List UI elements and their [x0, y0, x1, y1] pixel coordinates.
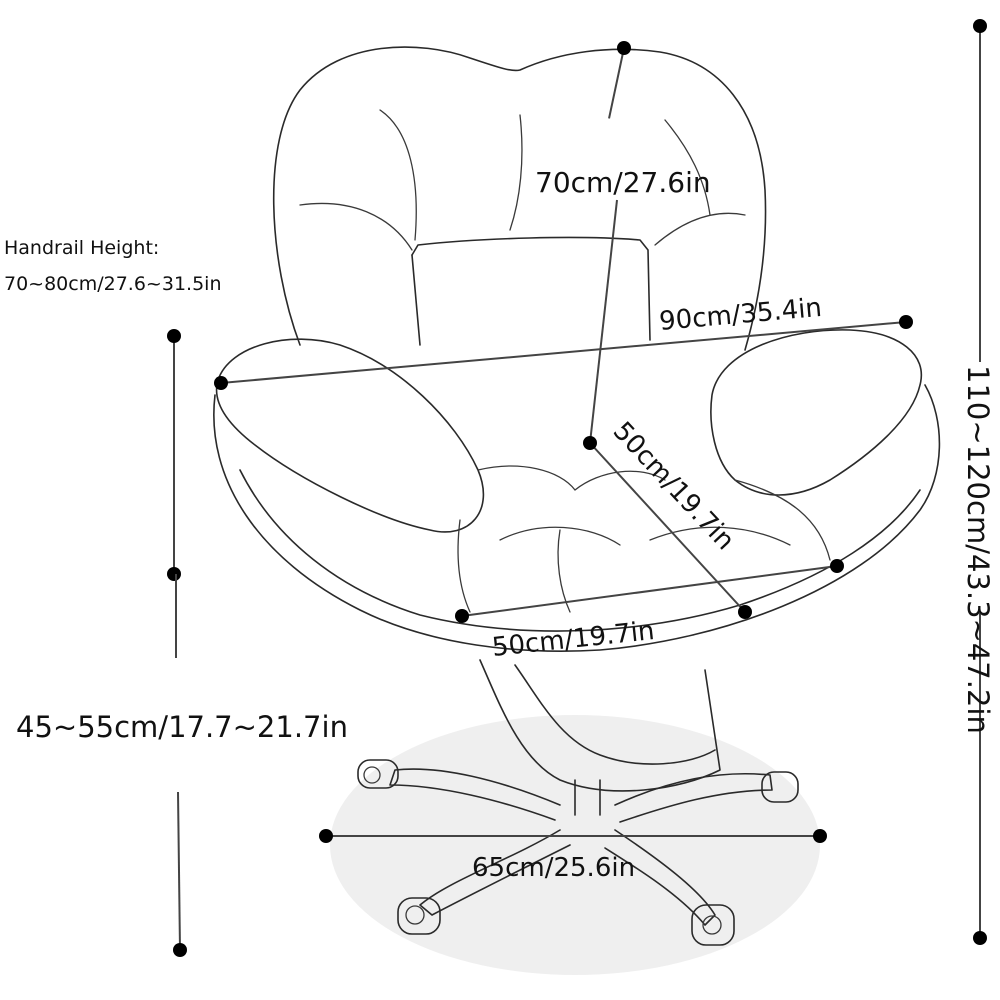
caster-left-back — [357, 759, 399, 789]
seat-cushion-tuft-1 — [477, 465, 666, 491]
handrail-dot-mid — [167, 567, 181, 581]
handrail-dot-top — [167, 329, 181, 343]
seat-depth-dot-top — [583, 436, 597, 450]
backrest-outline — [272, 46, 767, 351]
back-tuft-4 — [299, 202, 413, 251]
seat-width-line — [461, 565, 838, 617]
seat-height-line-lower — [177, 791, 181, 951]
total-height-dot-top — [973, 19, 987, 33]
seat-cushion-tuft-2 — [499, 526, 621, 546]
seat-width-label: 50cm/19.7in — [491, 616, 656, 663]
base-diameter-dot-right — [813, 829, 827, 843]
back-tuft-5 — [654, 212, 746, 246]
seat-cushion-tuft-3 — [557, 529, 571, 613]
back-height-line-top — [608, 47, 625, 119]
floor-shadow — [330, 715, 820, 975]
seat-cushion-tuft-5 — [649, 526, 791, 546]
seat-height-dot-bottom — [173, 943, 187, 957]
seat-cushion-tuft-4 — [734, 479, 831, 561]
caster-right-back — [761, 771, 799, 803]
seat-depth-dot-bottom — [738, 605, 752, 619]
seat-shell-inner — [239, 469, 921, 632]
base-leg-right-back — [614, 772, 773, 823]
base-diameter-label: 65cm/25.6in — [472, 853, 635, 883]
width-label: 90cm/35.4in — [658, 293, 823, 337]
base-diameter-dot-left — [319, 829, 333, 843]
width-dot-right — [899, 315, 913, 329]
seat-shell — [213, 384, 941, 652]
handrail-value: 70~80cm/27.6~31.5in — [4, 273, 221, 295]
caster-left-front — [397, 897, 441, 935]
gas-lift — [574, 779, 601, 816]
total-height-label: 110~120cm/43.3~47.2in — [961, 365, 995, 734]
lumbar-panel — [411, 236, 651, 341]
back-tuft-3 — [664, 119, 711, 216]
base-leg-left-back — [389, 768, 561, 821]
width-dot-left — [214, 376, 228, 390]
footrest-panel — [479, 659, 721, 792]
caster-right-front — [691, 904, 735, 946]
seat-cushion-front — [457, 519, 471, 613]
total-height-dot-bottom — [973, 931, 987, 945]
chair-illustration — [213, 46, 941, 946]
seat-width-dot-right — [830, 559, 844, 573]
lumbar-panel-left — [411, 254, 421, 346]
back-height-label: 70cm/27.6in — [535, 166, 711, 199]
seat-depth-line — [589, 442, 746, 613]
right-armrest-pad — [710, 329, 923, 496]
footrest-front — [514, 664, 716, 765]
base-leg-right-front — [604, 829, 716, 926]
base-leg-left-front — [419, 829, 571, 916]
handrail-title: Handrail Height: — [4, 237, 159, 259]
back-height-line-bottom — [589, 199, 618, 444]
seat-height-label: 45~55cm/17.7~21.7in — [16, 710, 348, 744]
left-armrest-pad — [215, 338, 485, 533]
back-tuft-2 — [509, 114, 523, 231]
width-line — [220, 321, 907, 384]
back-tuft-1 — [379, 109, 417, 241]
back-height-dot-top — [617, 41, 631, 55]
seat-width-dot-left — [455, 609, 469, 623]
